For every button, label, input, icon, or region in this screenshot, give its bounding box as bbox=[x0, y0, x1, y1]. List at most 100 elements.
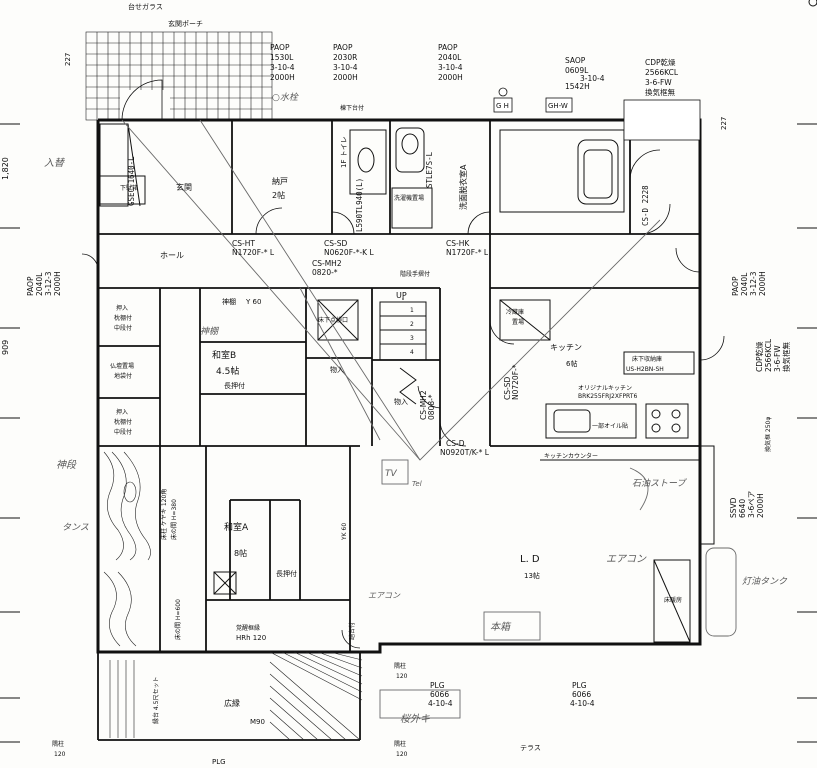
gh-label: G H bbox=[496, 102, 509, 110]
room-washitsu-b-size: 4.5帖 bbox=[216, 365, 239, 377]
svg-text:3-12-3: 3-12-3 bbox=[44, 271, 53, 296]
tokonoma-2: 床の間 H=380 bbox=[170, 499, 178, 540]
svg-text:3-10-4: 3-10-4 bbox=[438, 63, 463, 72]
rou-label: 棟下台付 bbox=[340, 104, 364, 112]
svg-text:中段付: 中段付 bbox=[114, 428, 132, 436]
svg-text:3-10-4: 3-10-4 bbox=[580, 74, 605, 83]
toilet-door-spec: L590TL940(L) bbox=[355, 178, 364, 232]
handrail-label: 階段手摺付 bbox=[400, 270, 430, 278]
room-storage: 納戸 bbox=[272, 176, 288, 186]
counter-label: キッチンカウンター bbox=[544, 452, 598, 460]
svg-text:SSVD: SSVD bbox=[729, 497, 738, 518]
porch-door-gap bbox=[120, 90, 170, 120]
svg-text:2566KCL: 2566KCL bbox=[645, 68, 679, 77]
svg-text:N1720F-* L: N1720F-* L bbox=[232, 248, 275, 257]
m90-label: M90 bbox=[250, 718, 265, 726]
washitsu-b-note: 長押付 bbox=[224, 381, 245, 390]
svg-text:枕棚付: 枕棚付 bbox=[114, 314, 132, 322]
svg-text:PAOP: PAOP bbox=[333, 43, 353, 52]
corner-circle bbox=[808, 0, 817, 7]
room-toilet: 1F トイレ bbox=[340, 136, 348, 168]
note-aircon-1: エアコン bbox=[368, 591, 401, 600]
door-cs-mh2-mid: CS-MH2 0808-* bbox=[419, 390, 436, 420]
right-window-spec-top: PAOP 2040L 3-12-3 2000H bbox=[731, 271, 767, 296]
svg-text:N0620F-*-K L: N0620F-*-K L bbox=[324, 248, 374, 257]
pencil-sketches bbox=[121, 119, 737, 719]
svg-text:6066: 6066 bbox=[430, 690, 449, 699]
svg-text:2566KCL: 2566KCL bbox=[764, 338, 773, 372]
room-ld-size: 13帖 bbox=[524, 571, 540, 580]
washroom-door-spec: STLE7S-L bbox=[425, 151, 434, 188]
engawa-step-label: 縁台 4.5尺セット bbox=[152, 677, 160, 724]
svg-text:CS-HT: CS-HT bbox=[232, 239, 255, 248]
fridge-label-2: 置場 bbox=[512, 318, 524, 326]
note-aircon-2: エアコン bbox=[606, 554, 647, 565]
door-cs-sd-2: CS-SD N0720F-* bbox=[503, 364, 520, 400]
porch-label: 玄関ポーチ bbox=[168, 19, 203, 28]
staircase bbox=[379, 298, 427, 405]
svg-text:PAOP: PAOP bbox=[438, 43, 458, 52]
oshiire-1: 押入 枕棚付 中段付 bbox=[114, 304, 132, 332]
dim-top-left: 227 bbox=[64, 53, 72, 66]
svg-text:4-10-4: 4-10-4 bbox=[428, 699, 453, 708]
door-swings bbox=[81, 149, 725, 649]
svg-text:0820-*: 0820-* bbox=[312, 268, 338, 277]
fixtures bbox=[99, 123, 715, 643]
dim-left-a: 1,820 bbox=[1, 157, 10, 180]
svg-text:CS-SD: CS-SD bbox=[503, 377, 512, 400]
room-engawa: 広縁 bbox=[224, 698, 240, 708]
stand-label: 踏台付 bbox=[348, 622, 356, 640]
svg-text:PAOP: PAOP bbox=[26, 276, 35, 296]
stairs-up-label: UP bbox=[396, 291, 407, 300]
svg-text:2040L: 2040L bbox=[35, 272, 44, 296]
svg-text:120: 120 bbox=[54, 751, 66, 758]
svg-text:PLG: PLG bbox=[430, 681, 445, 690]
svg-text:中段付: 中段付 bbox=[114, 324, 132, 332]
underfloor-label-2: US-H2BN-SH bbox=[626, 366, 664, 373]
oshiire-2: 押入 枕棚付 中段付 bbox=[114, 408, 132, 436]
svg-text:CS-MH2: CS-MH2 bbox=[312, 259, 342, 268]
svg-text:PAOP: PAOP bbox=[731, 276, 740, 296]
note-kamidana: 神棚 bbox=[200, 326, 220, 337]
svg-text:仏壇置場: 仏壇置場 bbox=[110, 362, 134, 370]
left-window-spec: PAOP 2040L 3-12-3 2000H bbox=[26, 271, 62, 296]
hrh-label-1: 覚醒框縁 bbox=[236, 624, 260, 632]
note-oil-tank: 灯油タンク bbox=[742, 576, 788, 587]
svg-text:押入: 押入 bbox=[116, 304, 128, 312]
note-irekae: 入替 bbox=[44, 157, 65, 169]
vent-label: 換気框 250φ bbox=[764, 417, 772, 452]
svg-text:2030R: 2030R bbox=[333, 53, 357, 62]
ghw-units bbox=[493, 87, 701, 141]
ghw-label: GH-W bbox=[548, 102, 568, 110]
room-kitchen-size: 6帖 bbox=[566, 359, 577, 368]
tokonoma-1: 床柱 ケヤキ 120角 bbox=[160, 489, 168, 540]
monoire-1: 物入 bbox=[330, 365, 344, 374]
yukashita-label: 床下点検口 bbox=[318, 316, 348, 324]
svg-text:換気框無: 換気框無 bbox=[645, 87, 675, 97]
svg-text:3-6ペア: 3-6ペア bbox=[747, 491, 756, 518]
svg-text:3-12-3: 3-12-3 bbox=[749, 271, 758, 296]
butsudan: 仏壇置場 地袋付 bbox=[110, 362, 134, 380]
note-tel: Tel bbox=[412, 480, 422, 488]
room-washitsu-a-size: 8帖 bbox=[234, 548, 247, 558]
porch-tile-grid bbox=[85, 31, 273, 121]
note-shindan: 神段 bbox=[56, 459, 77, 471]
washitsu-a-note: 長押付 bbox=[276, 569, 297, 578]
svg-text:PLG: PLG bbox=[572, 681, 587, 690]
hrh-label-2: HRh 120 bbox=[236, 634, 266, 642]
svg-text:2040L: 2040L bbox=[740, 272, 749, 296]
room-hall: ホール bbox=[160, 251, 184, 260]
